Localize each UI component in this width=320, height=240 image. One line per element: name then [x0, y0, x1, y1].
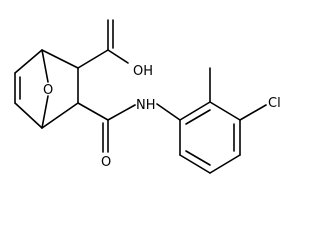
bond-c4-c5 — [41, 102, 79, 129]
bond-ring-inner-a — [185, 109, 211, 125]
bond-amide-nh — [107, 104, 136, 121]
amide-nh-label: NH — [136, 98, 156, 113]
carbonyl-oxygen-label: O — [101, 155, 111, 170]
bond-ring-5-6 — [179, 154, 211, 174]
bond-ring-inner-c — [185, 150, 211, 166]
chemical-structure: O OH O NH Cl — [14, 19, 281, 174]
bond-o-bridge-c5 — [41, 95, 49, 129]
bond-ring-4-5 — [209, 154, 241, 174]
bond-ring-1-2 — [179, 101, 211, 121]
bond-c5-c6 — [14, 102, 43, 129]
atom-labels: O OH O NH Cl — [43, 64, 281, 170]
bonds — [14, 19, 267, 174]
bridge-oxygen-label: O — [43, 83, 53, 98]
bond-c1-c2 — [14, 49, 43, 74]
bond-c3-cooh — [77, 49, 109, 69]
bond-ring-2-3 — [209, 101, 241, 121]
bond-chloro — [239, 104, 267, 121]
bond-c2-o-bridge — [41, 49, 49, 83]
acid-group-label: OH — [133, 64, 153, 79]
bond-c4-amide — [77, 102, 109, 121]
chloro-label: Cl — [268, 96, 281, 111]
bond-nh-aryl — [156, 103, 181, 121]
bond-c2-c3 — [41, 49, 79, 69]
bond-cooh-oh — [107, 49, 129, 64]
